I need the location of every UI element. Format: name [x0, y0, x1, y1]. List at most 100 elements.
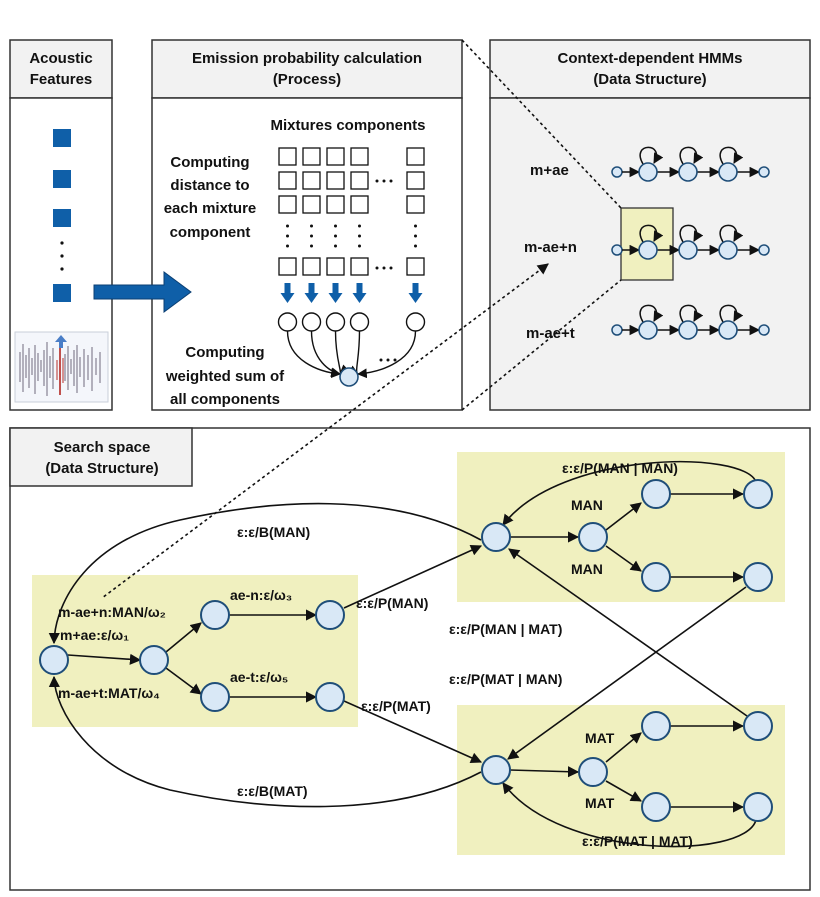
ellipsis-dot [389, 179, 393, 183]
label-aen: ae-n:ε/ω₃ [230, 587, 292, 603]
ellipsis-dot [393, 358, 397, 362]
edge-man-bot [605, 545, 642, 572]
hmm-entry-node [611, 324, 623, 336]
search-state-node [315, 600, 345, 630]
label-to-mat: ε:ε/P(MAT) [361, 698, 431, 714]
ellipsis-dot [382, 179, 386, 183]
search-state-node [481, 522, 511, 552]
hmm-state-node [678, 162, 698, 182]
ellipsis-dot [60, 254, 64, 258]
hmm-entry-node [611, 244, 623, 256]
computing-line-2: distance to [170, 177, 249, 194]
mixture-cell [302, 257, 321, 276]
hmm-self-loop [639, 224, 664, 243]
emission-header-box [151, 39, 463, 99]
ellipsis-dot [286, 224, 289, 228]
label-mat-top: MAT [585, 730, 615, 746]
label-to-man: ε:ε/P(MAN) [356, 595, 428, 611]
down-arrow-icon [328, 283, 343, 303]
mixture-cell [350, 257, 369, 276]
acoustic-title-1: Acoustic [29, 50, 92, 67]
acoustic-header-box [9, 39, 113, 99]
label-mat-t: m-ae+t:MAT/ω₄ [58, 685, 160, 701]
mixture-cell [302, 195, 321, 214]
feature-square [53, 284, 71, 302]
mixture-node [301, 312, 322, 332]
search-state-node [200, 682, 230, 712]
down-arrow-icon [352, 283, 367, 303]
hmm-state-node [638, 162, 658, 182]
mixture-cell [406, 257, 425, 276]
hmm-self-loop [679, 146, 704, 165]
search-state-node [641, 479, 671, 509]
hmm-state-node [678, 240, 698, 260]
search-state-node [481, 755, 511, 785]
weighted-line-2: weighted sum of [165, 368, 285, 385]
mixture-node [349, 312, 370, 332]
hmm-exit-node [758, 166, 770, 178]
mixture-cell [406, 147, 425, 166]
label-man-bot: MAN [571, 561, 603, 577]
ellipsis-dot [358, 224, 361, 228]
mixture-cell [278, 195, 297, 214]
hmm-header-box [489, 39, 811, 99]
mixture-cell [350, 195, 369, 214]
ellipsis-dot [414, 224, 417, 228]
edge-loop-mat-mat [502, 782, 757, 848]
mixture-cell [350, 147, 369, 166]
acoustic-title-2: Features [30, 71, 93, 88]
mixture-cell [326, 257, 345, 276]
ellipsis-dot [382, 266, 386, 270]
hmm-state-node [718, 162, 738, 182]
search-state-node [578, 757, 608, 787]
hmm-self-loop [719, 146, 744, 165]
ellipsis-dot [334, 244, 337, 248]
edge-to-man [343, 545, 483, 609]
ellipsis-dot [386, 358, 390, 362]
feature-flow-arrow [93, 271, 192, 313]
ellipsis-dot [310, 224, 313, 228]
mixture-cell [406, 171, 425, 190]
waveform-icon [14, 331, 109, 403]
hmm-chains [611, 146, 770, 340]
search-title-1: Search space [54, 439, 151, 456]
mixture-cell [278, 257, 297, 276]
computing-line-3: each mixture [164, 200, 257, 217]
edge-cross-man-mat [507, 586, 747, 760]
hmm-self-loop [679, 304, 704, 323]
mixture-cell [278, 147, 297, 166]
hmm-state-node [638, 320, 658, 340]
label-aet: ae-t:ε/ω₅ [230, 669, 288, 685]
mixture-node [325, 312, 346, 332]
search-nodes [39, 479, 773, 822]
feature-square [53, 209, 71, 227]
hmm-to-search-link [101, 263, 549, 599]
search-title-2: (Data Structure) [45, 460, 158, 477]
edge-mat-mat [509, 766, 580, 778]
mixture-arrows [280, 283, 423, 303]
hmm-row-label-1: m+ae [530, 162, 569, 179]
ellipsis-dot [334, 234, 337, 238]
emission-panel: Emission probability calculation (Proces… [151, 39, 463, 411]
search-state-node [641, 711, 671, 741]
ellipsis-dot [60, 241, 64, 245]
search-state-node [743, 792, 773, 822]
ellipsis-dot [286, 244, 289, 248]
ellipsis-dot [375, 266, 379, 270]
search-state-node [139, 645, 169, 675]
ellipsis-dot [414, 234, 417, 238]
edge-man-top [605, 502, 642, 531]
ellipsis-dot [358, 244, 361, 248]
computing-line-1: Computing [170, 154, 249, 171]
hmm-title-2: (Data Structure) [593, 71, 706, 88]
weighted-line-3: all components [170, 391, 280, 408]
hmm-title-1: Context-dependent HMMs [558, 50, 743, 67]
label-man-n: m-ae+n:MAN/ω₂ [58, 604, 166, 620]
label-back-man: ε:ε/B(MAN) [237, 524, 310, 540]
ellipsis-dot [310, 244, 313, 248]
search-state-node [743, 479, 773, 509]
hmm-self-loop [639, 304, 664, 323]
mixture-grid [278, 147, 425, 362]
hmm-state-node [718, 320, 738, 340]
